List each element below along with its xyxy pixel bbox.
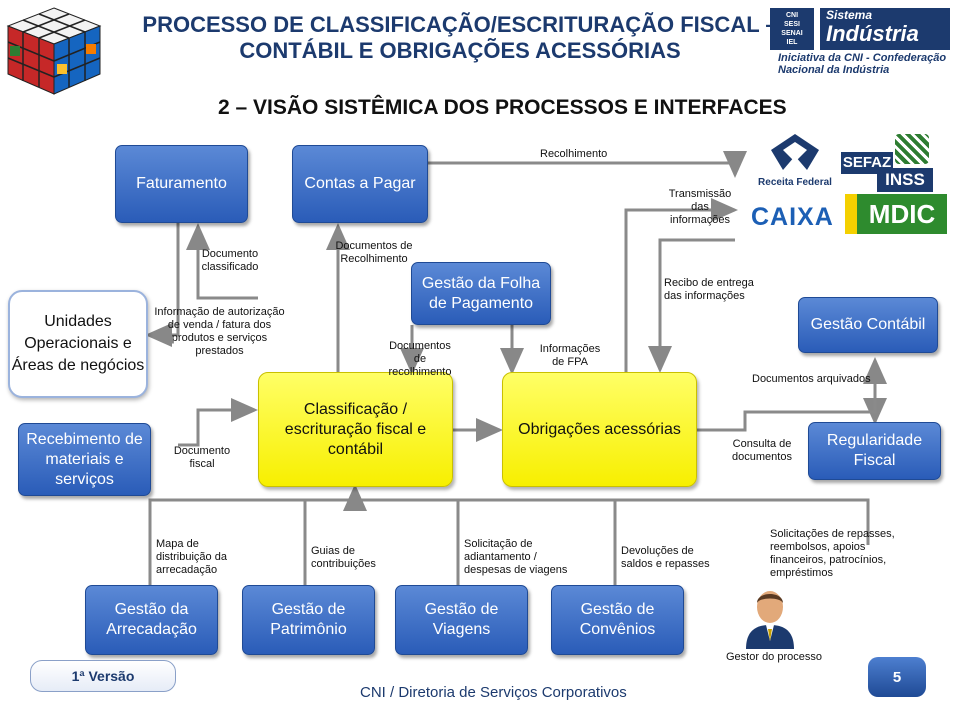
unidades-box[interactable]: Unidades Operacionais e Áreas de negócio… [8, 290, 148, 398]
footer-org: CNI / Diretoria de Serviços Corporativos [360, 684, 627, 701]
line-bottom-bus [148, 498, 870, 585]
label-devolucoes: Devoluções de saldos e repasses [621, 545, 710, 570]
receita-federal-logo: Receita Federal [753, 132, 837, 194]
line-transmissao [624, 198, 738, 372]
gestao-patrimonio-box[interactable]: Gestão de Patrimônio [242, 585, 375, 655]
gestao-arrecadacao-box[interactable]: Gestão da Arrecadação [85, 585, 218, 655]
line-faturamento-unidades [145, 223, 180, 347]
classificacao-box[interactable]: Classificação / escrituração fiscal e co… [258, 372, 453, 487]
title-line-1: PROCESSO DE CLASSIFICAÇÃO/ESCRITURAÇÃO F… [142, 12, 778, 37]
inss-emblem-icon [895, 134, 929, 164]
line-doc-fiscal [178, 398, 258, 447]
label-recolhimento: Recolhimento [540, 148, 608, 160]
sistema-industria-logo: CNI SESI SENAI IEL Sistema Indústria Ini… [770, 8, 958, 76]
rubik-cube-logo [4, 4, 104, 98]
gestao-contabil-box[interactable]: Gestão Contábil [798, 297, 938, 353]
label-docs-recolhimento-lower: Documentos de recolhimento [388, 340, 452, 378]
section-subtitle: 2 – VISÃO SISTÊMICA DOS PROCESSOS E INTE… [218, 96, 787, 119]
inss-logo: INSS [877, 168, 933, 192]
label-docs-recolhimento: Documentos de Recolhimento [335, 240, 413, 265]
label-doc-classificado: Documento classificado [201, 248, 259, 273]
label-gestor: Gestor do processo [726, 651, 822, 663]
mdic-logo: MDIC [845, 194, 947, 234]
regularidade-box[interactable]: Regularidade Fiscal [808, 422, 941, 480]
label-mapa: Mapa de distribuição da arrecadação [156, 538, 227, 576]
line-doc-classificado [186, 223, 258, 300]
label-guias: Guias de contribuições [311, 545, 376, 570]
recebimento-box[interactable]: Recebimento de materiais e serviços [18, 423, 151, 496]
label-recibo: Recibo de entrega das informações [664, 277, 754, 302]
page-title: PROCESSO DE CLASSIFICAÇÃO/ESCRITURAÇÃO F… [140, 12, 780, 64]
label-doc-fiscal: Documento fiscal [173, 445, 231, 470]
contas-pagar-box[interactable]: Contas a Pagar [292, 145, 428, 223]
page-number: 5 [868, 657, 926, 697]
brand-tagline: Iniciativa da CNI - Confederação Naciona… [778, 52, 947, 76]
gestao-viagens-box[interactable]: Gestão de Viagens [395, 585, 528, 655]
label-consulta: Consulta de documentos [732, 438, 792, 463]
receita-emblem-icon [771, 134, 819, 170]
obrigacoes-box[interactable]: Obrigações acessórias [502, 372, 697, 487]
line-arquivados [745, 357, 887, 414]
label-transmissao: Transmissão das informações [668, 188, 732, 226]
label-info-fpa: Informações de FPA [539, 343, 601, 368]
gestor-avatar [740, 585, 800, 649]
government-logos: Receita Federal SEFAZ INSS CAIXA MDIC [745, 128, 947, 240]
line-recibo [648, 238, 735, 373]
gestao-convenios-box[interactable]: Gestão de Convênios [551, 585, 684, 655]
title-line-2: CONTÁBIL E OBRIGAÇÕES ACESSÓRIAS [239, 38, 681, 63]
label-solicitacao-adiantamento: Solicitação de adiantamento / despesas d… [464, 538, 568, 576]
faturamento-box[interactable]: Faturamento [115, 145, 248, 223]
line-recolhimento [425, 151, 747, 178]
caixa-logo: CAIXA [751, 203, 834, 231]
person-icon [746, 591, 794, 649]
label-solicitacoes-repasses: Solicitações de repasses, reembolsos, ap… [770, 528, 895, 579]
gestao-folha-box[interactable]: Gestão da Folha de Pagamento [411, 262, 551, 325]
brand-name: Sistema Indústria [820, 8, 950, 50]
brand-badge: CNI SESI SENAI IEL [770, 8, 814, 50]
label-info-autorizacao: Informação de autorização de venda / fat… [154, 306, 285, 357]
label-docs-arquivados: Documentos arquivados [752, 373, 871, 385]
version-badge: 1ª Versão [30, 660, 176, 692]
